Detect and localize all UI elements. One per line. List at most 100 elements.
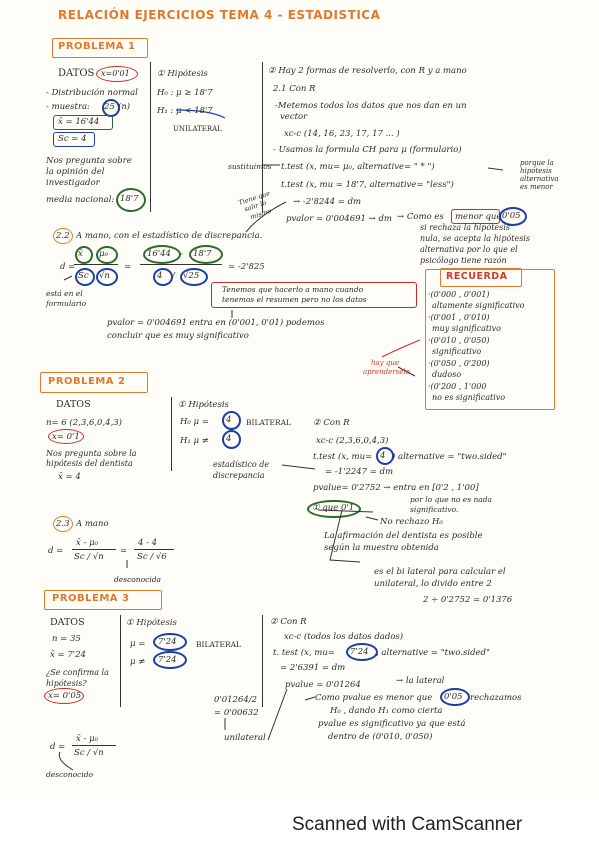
p1-xc-vector: xc-c (14, 16, 23, 17, 17 ... ) <box>284 129 400 139</box>
p1-dm: → -2'8244 = dm <box>293 197 362 207</box>
problema-1-header: PROBLEMA 1 <box>58 41 136 52</box>
p1-h1: H₁ : μ < 18'7 <box>157 106 213 116</box>
p3-frac-line <box>72 745 116 746</box>
p1-4-circle <box>153 268 173 286</box>
p2-frac-line-1 <box>72 549 116 550</box>
p1-metemos-2: vector <box>280 112 308 122</box>
p3-unilateral: unilateral <box>224 733 266 743</box>
p1-hay-que-1: hay que <box>371 359 399 367</box>
p1-sc-sym: Sc <box>78 271 89 281</box>
p1-xbar: x̄ = 16'44 <box>58 117 100 127</box>
p3-como-1: Como pvalue es menor que <box>315 693 433 703</box>
p1-frac-num-a: 16'44 <box>147 249 171 259</box>
p1-como-menor: menor que <box>455 212 502 222</box>
p1-xbar-sym: x̄ <box>78 249 83 259</box>
p1-sc: Sc = 4 <box>58 134 87 144</box>
p1-pvalor: pvalor = 0'004691 → dm <box>286 214 392 224</box>
p3-d-num: x̄ - μ₀ <box>76 734 99 744</box>
recuerda-line-7: dudoso <box>432 370 462 379</box>
p3-bilateral: BILATERAL <box>196 640 241 649</box>
p1-xbar-box <box>53 115 113 130</box>
recuerda-line-9: no es significativo <box>432 393 506 402</box>
p2-divider <box>171 397 172 471</box>
p1-result: = -2'825 <box>228 262 265 272</box>
p2-afirmacion-1: La afirmación del dentista es posible <box>324 531 483 541</box>
p1-pregunta-1: Nos pregunta sobre <box>46 156 132 166</box>
p3-calc-1: 0'01264/2 <box>214 695 258 705</box>
p1-porque-2: hipótesis <box>520 167 552 175</box>
p1-formulario-1: está en el <box>46 289 83 298</box>
p3-d-den: Sc / √n <box>74 748 104 758</box>
problema-1-header-box <box>52 38 148 58</box>
p2-xc: xc-c (2,3,6,0,4,3) <box>316 436 389 446</box>
recuerda-line-8: ·(0'200 , 1'000 <box>428 382 487 391</box>
p3-confirma-1: ¿Se confirma la <box>46 668 109 677</box>
p1-frac-den-b: √25 <box>183 271 200 281</box>
p2-mu-val: 4 <box>380 451 386 461</box>
p1-n-value: 25 <box>104 102 115 112</box>
p2-division: 2 ÷ 0'2752 = 0'1376 <box>423 595 513 605</box>
page-title: RELACIÓN EJERCICIOS TEMA 4 - ESTADISTICA <box>58 8 381 22</box>
p3-xbar: x̄ = 7'24 <box>50 650 86 660</box>
p1-1644-circle <box>143 245 181 264</box>
p1-section-21: 2.1 Con R <box>273 84 316 94</box>
recuerda-title: RECUERDA <box>446 271 508 282</box>
p1-pregunta-2: la opinión del <box>46 167 105 177</box>
p2-section-23: 2.3 <box>56 519 70 529</box>
p3-como-rechazamos: rechazamos <box>470 693 522 703</box>
p3-alpha: x= 0'05 <box>48 691 82 701</box>
p1-pregunta-4: media nacional: <box>46 195 115 205</box>
p2-c-num: 4 - 4 <box>138 538 158 548</box>
p1-porque-3: alternativa <box>520 175 559 183</box>
p3-alpha-circle <box>44 688 84 704</box>
recuerda-title-box <box>440 268 522 287</box>
p1-rootn: √n <box>99 271 110 281</box>
p1-hay-que-2: aprenderselo <box>363 368 410 376</box>
p1-minus: - <box>180 249 183 259</box>
p2-pregunta-1: Nos pregunta sobre la <box>46 449 137 458</box>
problema-2-header-box <box>40 372 148 393</box>
p1-005-circle <box>499 207 527 226</box>
p2-nada-2: significativo. <box>410 505 459 514</box>
p1-slash: / <box>172 271 175 281</box>
p1-h0: H₀ : μ ≥ 18'7 <box>157 88 213 98</box>
p3-xc: xc-c (todos los datos dados) <box>284 632 404 642</box>
p2-desconocida: desconocida <box>114 575 162 584</box>
p1-distribution: - Distribución normal <box>46 88 138 98</box>
p2-lateral-1: es el bi lateral para calcular el <box>374 567 506 577</box>
p3-h0-val: 7'24 <box>158 637 177 647</box>
p1-a-mano: A mano, con el estadístico de discrepanc… <box>76 231 263 241</box>
p1-tenemos-1: Tenemos que hacerlo a mano cuando <box>222 285 364 294</box>
p1-metemos-1: -Metemos todos los datos que nos dan en … <box>275 101 467 111</box>
p3-d-eq: d = <box>50 742 66 752</box>
p3-datos-label: DATOS <box>50 617 85 628</box>
recuerda-line-6: ·(0'050 , 0'200) <box>428 359 490 368</box>
p2-d-den: Sc / √n <box>74 552 104 562</box>
p2-afirmacion-2: según la muestra obtenida <box>324 543 439 553</box>
p1-section-22: 2.2 <box>56 231 70 241</box>
p3-como-2: H₀ , dando H₁ como cierta <box>330 706 443 716</box>
p2-h1-circle <box>222 430 241 449</box>
p1-divider-2 <box>262 62 263 212</box>
recuerda-line-0: ·(0'000 , 0'001) <box>428 290 490 299</box>
p1-muestra: - muestra: <box>46 102 90 112</box>
p3-divider-2 <box>262 615 263 707</box>
p2-n: n= 6 (2,3,6,0,4,3) <box>46 418 122 428</box>
p1-ttest-generic: t.test (x, mu= μ₀, alternative= " * ") <box>281 162 435 172</box>
problema-3-header: PROBLEMA 3 <box>52 593 130 604</box>
recuerda-line-4: ·(0'010 , 0'050) <box>428 336 490 345</box>
problema-2-header: PROBLEMA 2 <box>48 376 126 387</box>
p2-hipotesis-title: ① Hipótesis <box>178 400 229 410</box>
p1-sustituimos: sustituimos <box>228 162 272 171</box>
p1-tenemos-2: tenemos el resumen pero no los datos <box>222 295 367 304</box>
p3-como-3: pvalue es significativo ya que está <box>318 719 466 729</box>
p2-que01: ① que 0'1 <box>312 503 355 513</box>
p1-sc-circle <box>75 268 95 286</box>
p1-hipotesis-title: ① Hipótesis <box>157 69 208 79</box>
p1-usamos: - Usamos la formula CH para μ (formulari… <box>273 145 462 155</box>
p2-ttest-a: t.test (x, mu= <box>313 452 373 462</box>
p1-porque-4: es menor <box>520 183 553 191</box>
p1-divider-1 <box>150 62 151 212</box>
p3-con-r: ② Con R <box>270 617 307 627</box>
